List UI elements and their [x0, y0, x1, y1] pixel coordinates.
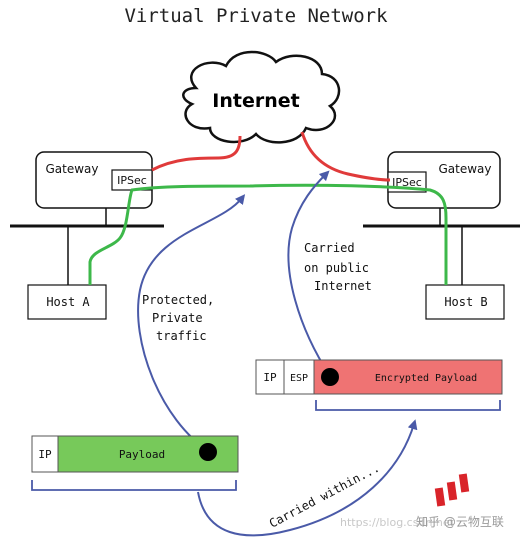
- encrypted-payload-cell: [313, 359, 503, 395]
- ipsec-left-label: IPSec: [117, 174, 147, 187]
- gateway-right-label: Gateway: [438, 162, 491, 176]
- internet-label: Internet: [212, 90, 299, 112]
- outer-esp-cell: [283, 359, 315, 395]
- outer-payload-bracket: [315, 400, 501, 411]
- watermark-text: 知乎 @云物互联: [416, 515, 504, 529]
- protected-line-1: Protected,: [142, 293, 214, 307]
- outer-ip-label: IP: [263, 371, 277, 384]
- protected-line-2: Private: [152, 311, 203, 325]
- host-a: Host A: [27, 284, 107, 320]
- host-b-label: Host B: [444, 295, 487, 309]
- red-link-left: [151, 135, 242, 172]
- carried-line-1: Carried: [304, 241, 355, 255]
- carried-line-2: on public: [304, 261, 369, 275]
- green-tunnel-line: [88, 183, 448, 285]
- protected-traffic-arrow: [137, 194, 246, 453]
- outer-ip-cell: [255, 359, 285, 395]
- ipsec-right-label: IPSec: [392, 176, 422, 189]
- outer-esp-label: ESP: [290, 373, 308, 384]
- inner-payload-label: Payload: [119, 448, 165, 461]
- logo-mark: [434, 473, 470, 507]
- public-internet-arrow: [287, 170, 331, 377]
- outer-packet-anchor-dot: [321, 368, 339, 386]
- inner-ip-cell: [31, 435, 59, 473]
- inner-packet-anchor-dot: [199, 443, 217, 461]
- inner-packet: IP Payload: [31, 435, 239, 491]
- host-b: Host B: [425, 284, 505, 320]
- protected-line-3: traffic: [156, 329, 207, 343]
- diagram-title: Virtual Private Network: [124, 5, 388, 27]
- inner-ip-label: IP: [38, 448, 52, 461]
- protected-traffic-annotation: Protected, Private traffic: [142, 293, 214, 343]
- watermark-bg-text: https://blog.csdn.net: [340, 516, 455, 529]
- internet-cloud: Internet: [182, 50, 341, 144]
- gateway-left: Gateway IPSec: [35, 151, 153, 209]
- outer-packet: IP ESP Encrypted Payload: [255, 359, 503, 411]
- inner-packet-bracket: [31, 480, 237, 491]
- carried-line-3: Internet: [314, 279, 372, 293]
- red-link-right: [300, 131, 391, 182]
- encrypted-payload-label: Encrypted Payload: [375, 373, 477, 384]
- gateway-left-label: Gateway: [45, 162, 98, 176]
- public-internet-annotation: Carried on public Internet: [304, 241, 372, 293]
- carried-within-arrow: [197, 419, 418, 537]
- host-a-label: Host A: [46, 295, 90, 309]
